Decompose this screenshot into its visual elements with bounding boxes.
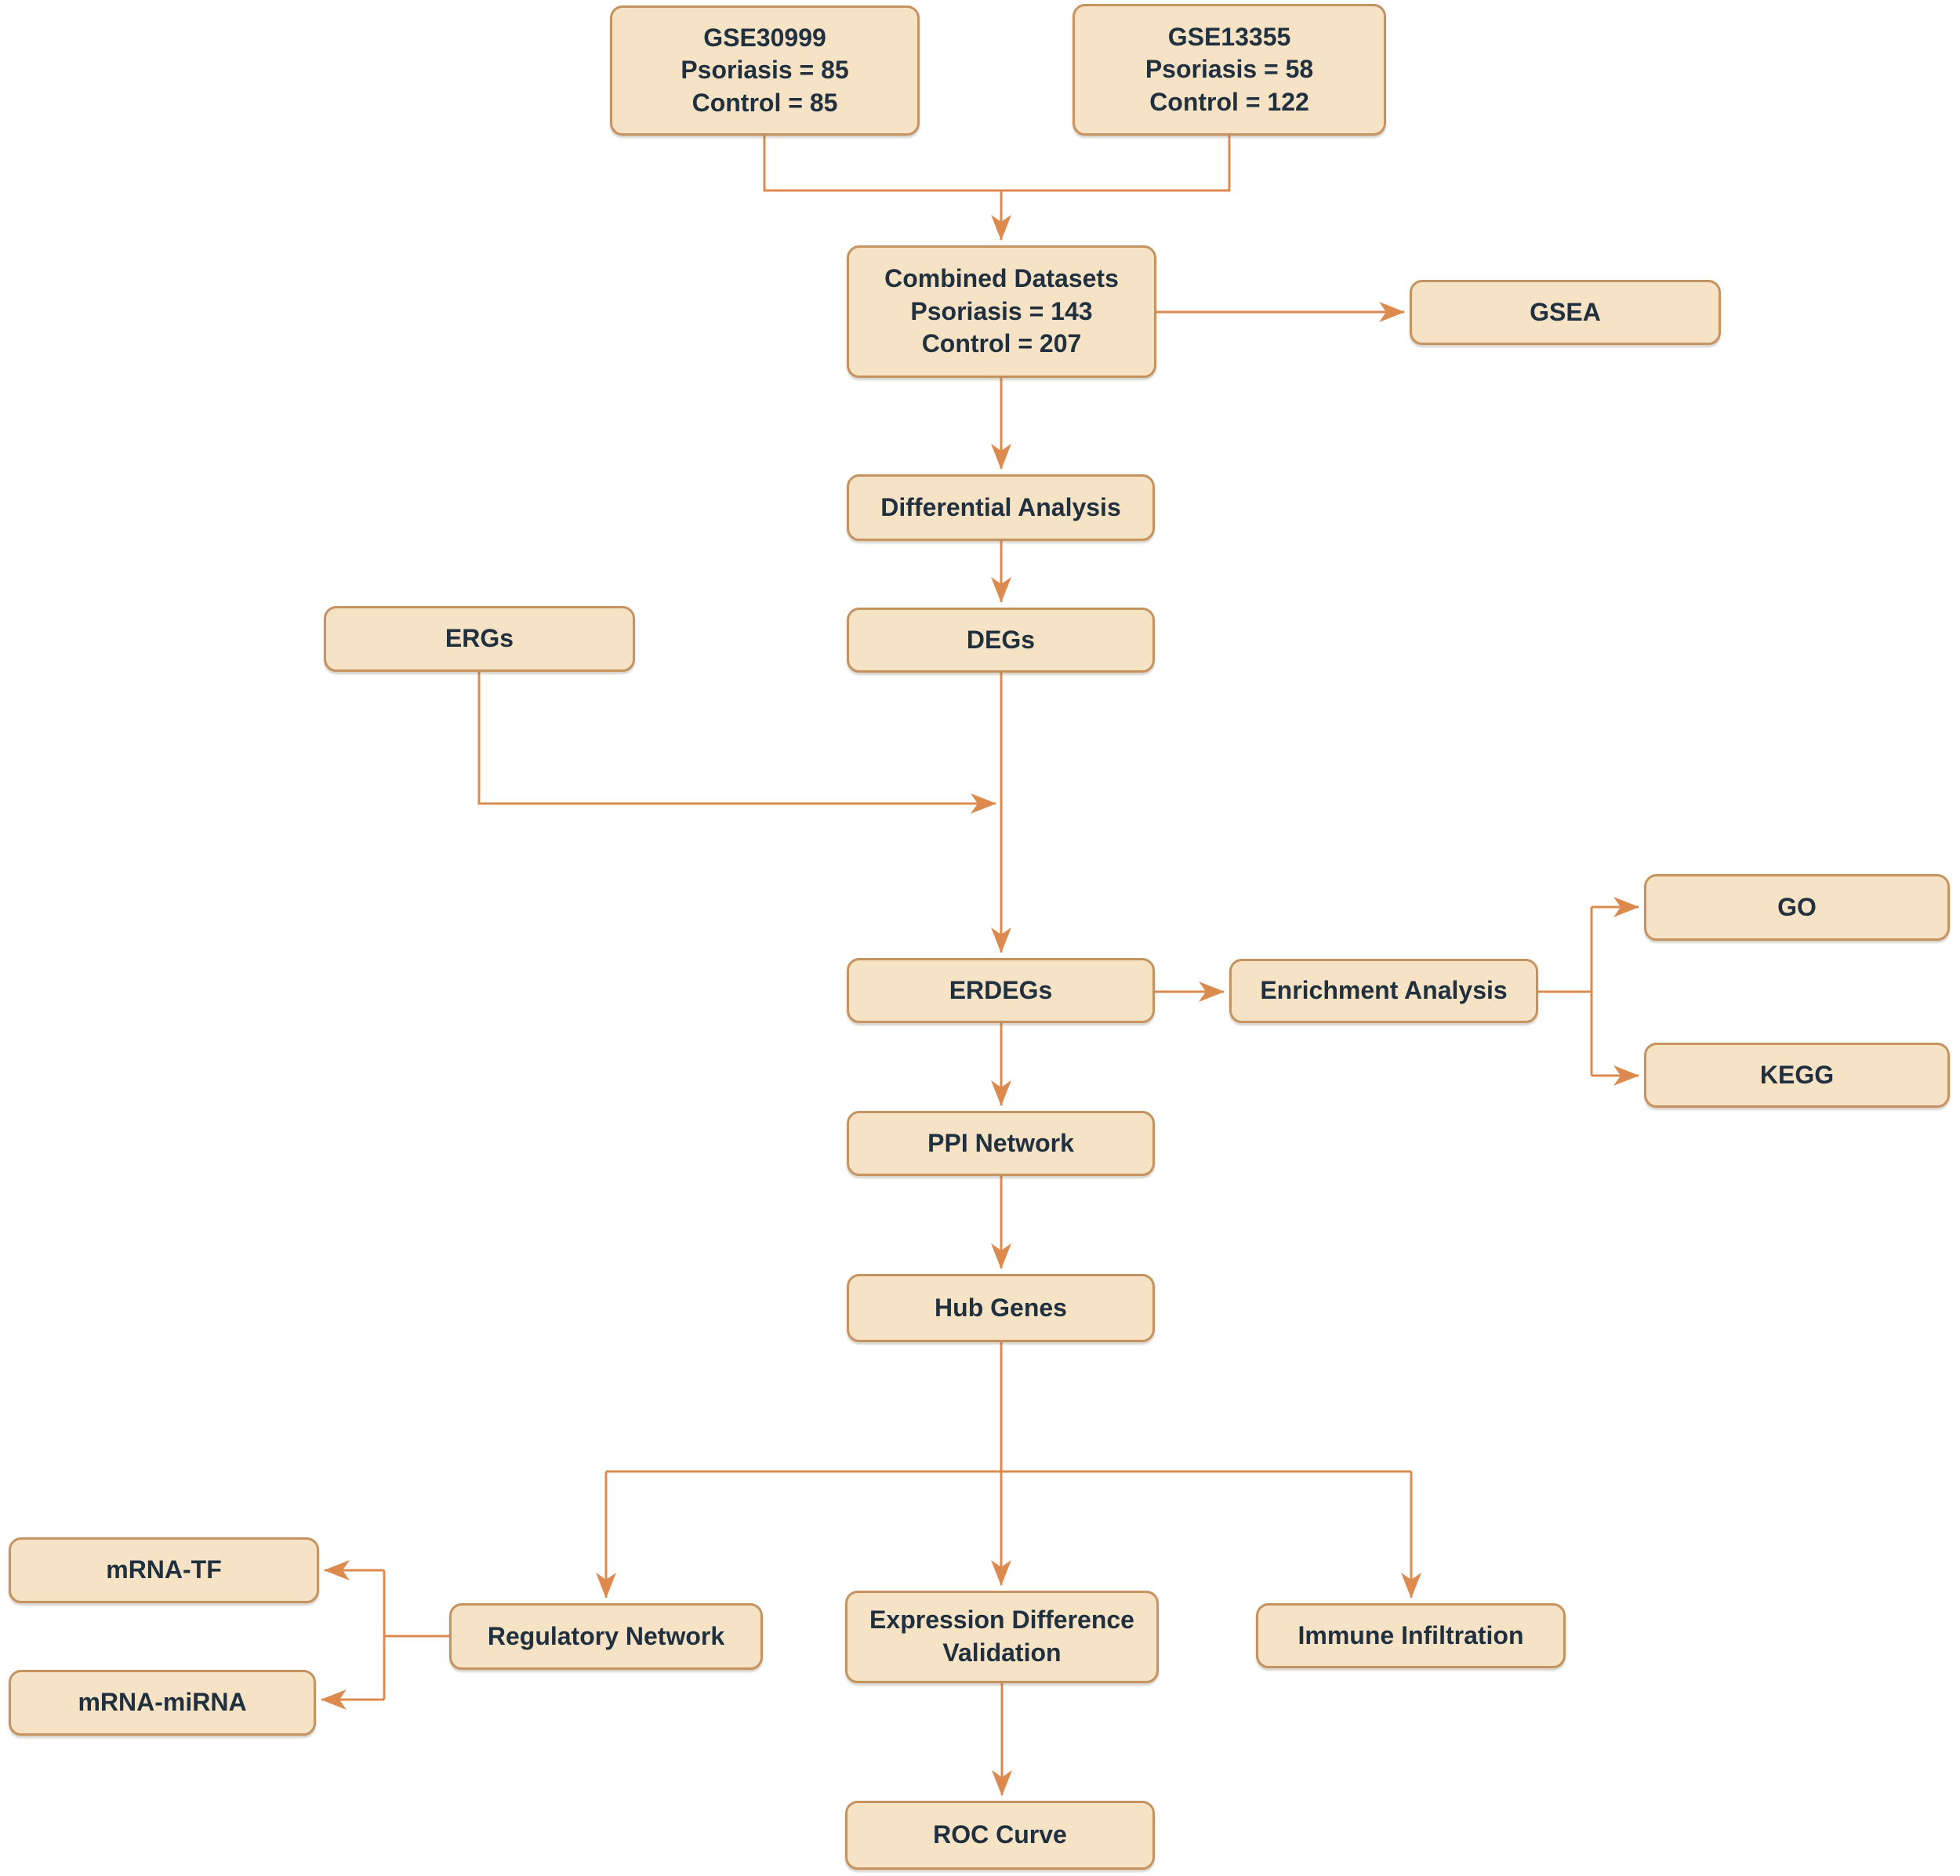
node-diff: Differential Analysis [847,474,1155,541]
node-enrichment: Enrichment Analysis [1229,959,1538,1023]
node-label: Expression Difference [869,1606,1134,1635]
node-label: Psoriasis = 85 [681,56,849,85]
node-label: ERGs [445,624,514,653]
node-ergs: ERGs [324,606,635,672]
node-label: Differential Analysis [880,492,1121,521]
node-label: GO [1777,892,1817,921]
node-go: GO [1644,874,1950,941]
edge-gse-merge-bar [763,136,1231,192]
node-label: Control = 207 [921,329,1082,358]
node-mrna-mirna: mRNA-miRNA [9,1670,316,1736]
node-label: GSEA [1530,297,1601,326]
node-hub-genes: Hub Genes [847,1274,1155,1342]
edge-ergs-to-spine [477,672,996,814]
node-label: GSE30999 [703,23,826,52]
node-label: PPI Network [927,1128,1074,1157]
node-label: Enrichment Analysis [1260,976,1508,1005]
node-roc: ROC Curve [845,1801,1155,1870]
node-label: Immune Infiltration [1298,1620,1524,1649]
node-label: Combined Datasets [884,264,1119,293]
node-degs: DEGs [847,608,1155,673]
node-label: ERDEGs [949,975,1053,1004]
node-label: Regulatory Network [487,1621,725,1650]
node-immune: Immune Infiltration [1256,1603,1566,1668]
node-ppi: PPI Network [847,1111,1155,1176]
node-erdegs: ERDEGs [847,958,1155,1023]
node-label: mRNA-miRNA [78,1688,247,1717]
node-label: Hub Genes [935,1293,1067,1322]
node-regulatory: Regulatory Network [449,1603,763,1670]
node-label: KEGG [1759,1060,1835,1089]
node-label: Psoriasis = 58 [1145,55,1314,84]
node-label: DEGs [966,625,1036,654]
node-label: mRNA-TF [106,1555,222,1584]
node-label: Validation [942,1638,1062,1667]
node-kegg: KEGG [1644,1043,1950,1108]
node-gsea: GSEA [1410,280,1721,345]
node-label: Control = 122 [1149,87,1309,116]
node-mrna-tf: mRNA-TF [9,1537,319,1603]
node-label: Control = 85 [691,88,838,117]
node-label: ROC Curve [933,1820,1067,1849]
node-label: Psoriasis = 143 [910,296,1093,325]
edge-enrichment-split [1538,907,1593,1076]
node-label: GSE13355 [1167,22,1291,51]
edge-regulatory-elbow [383,1570,449,1700]
